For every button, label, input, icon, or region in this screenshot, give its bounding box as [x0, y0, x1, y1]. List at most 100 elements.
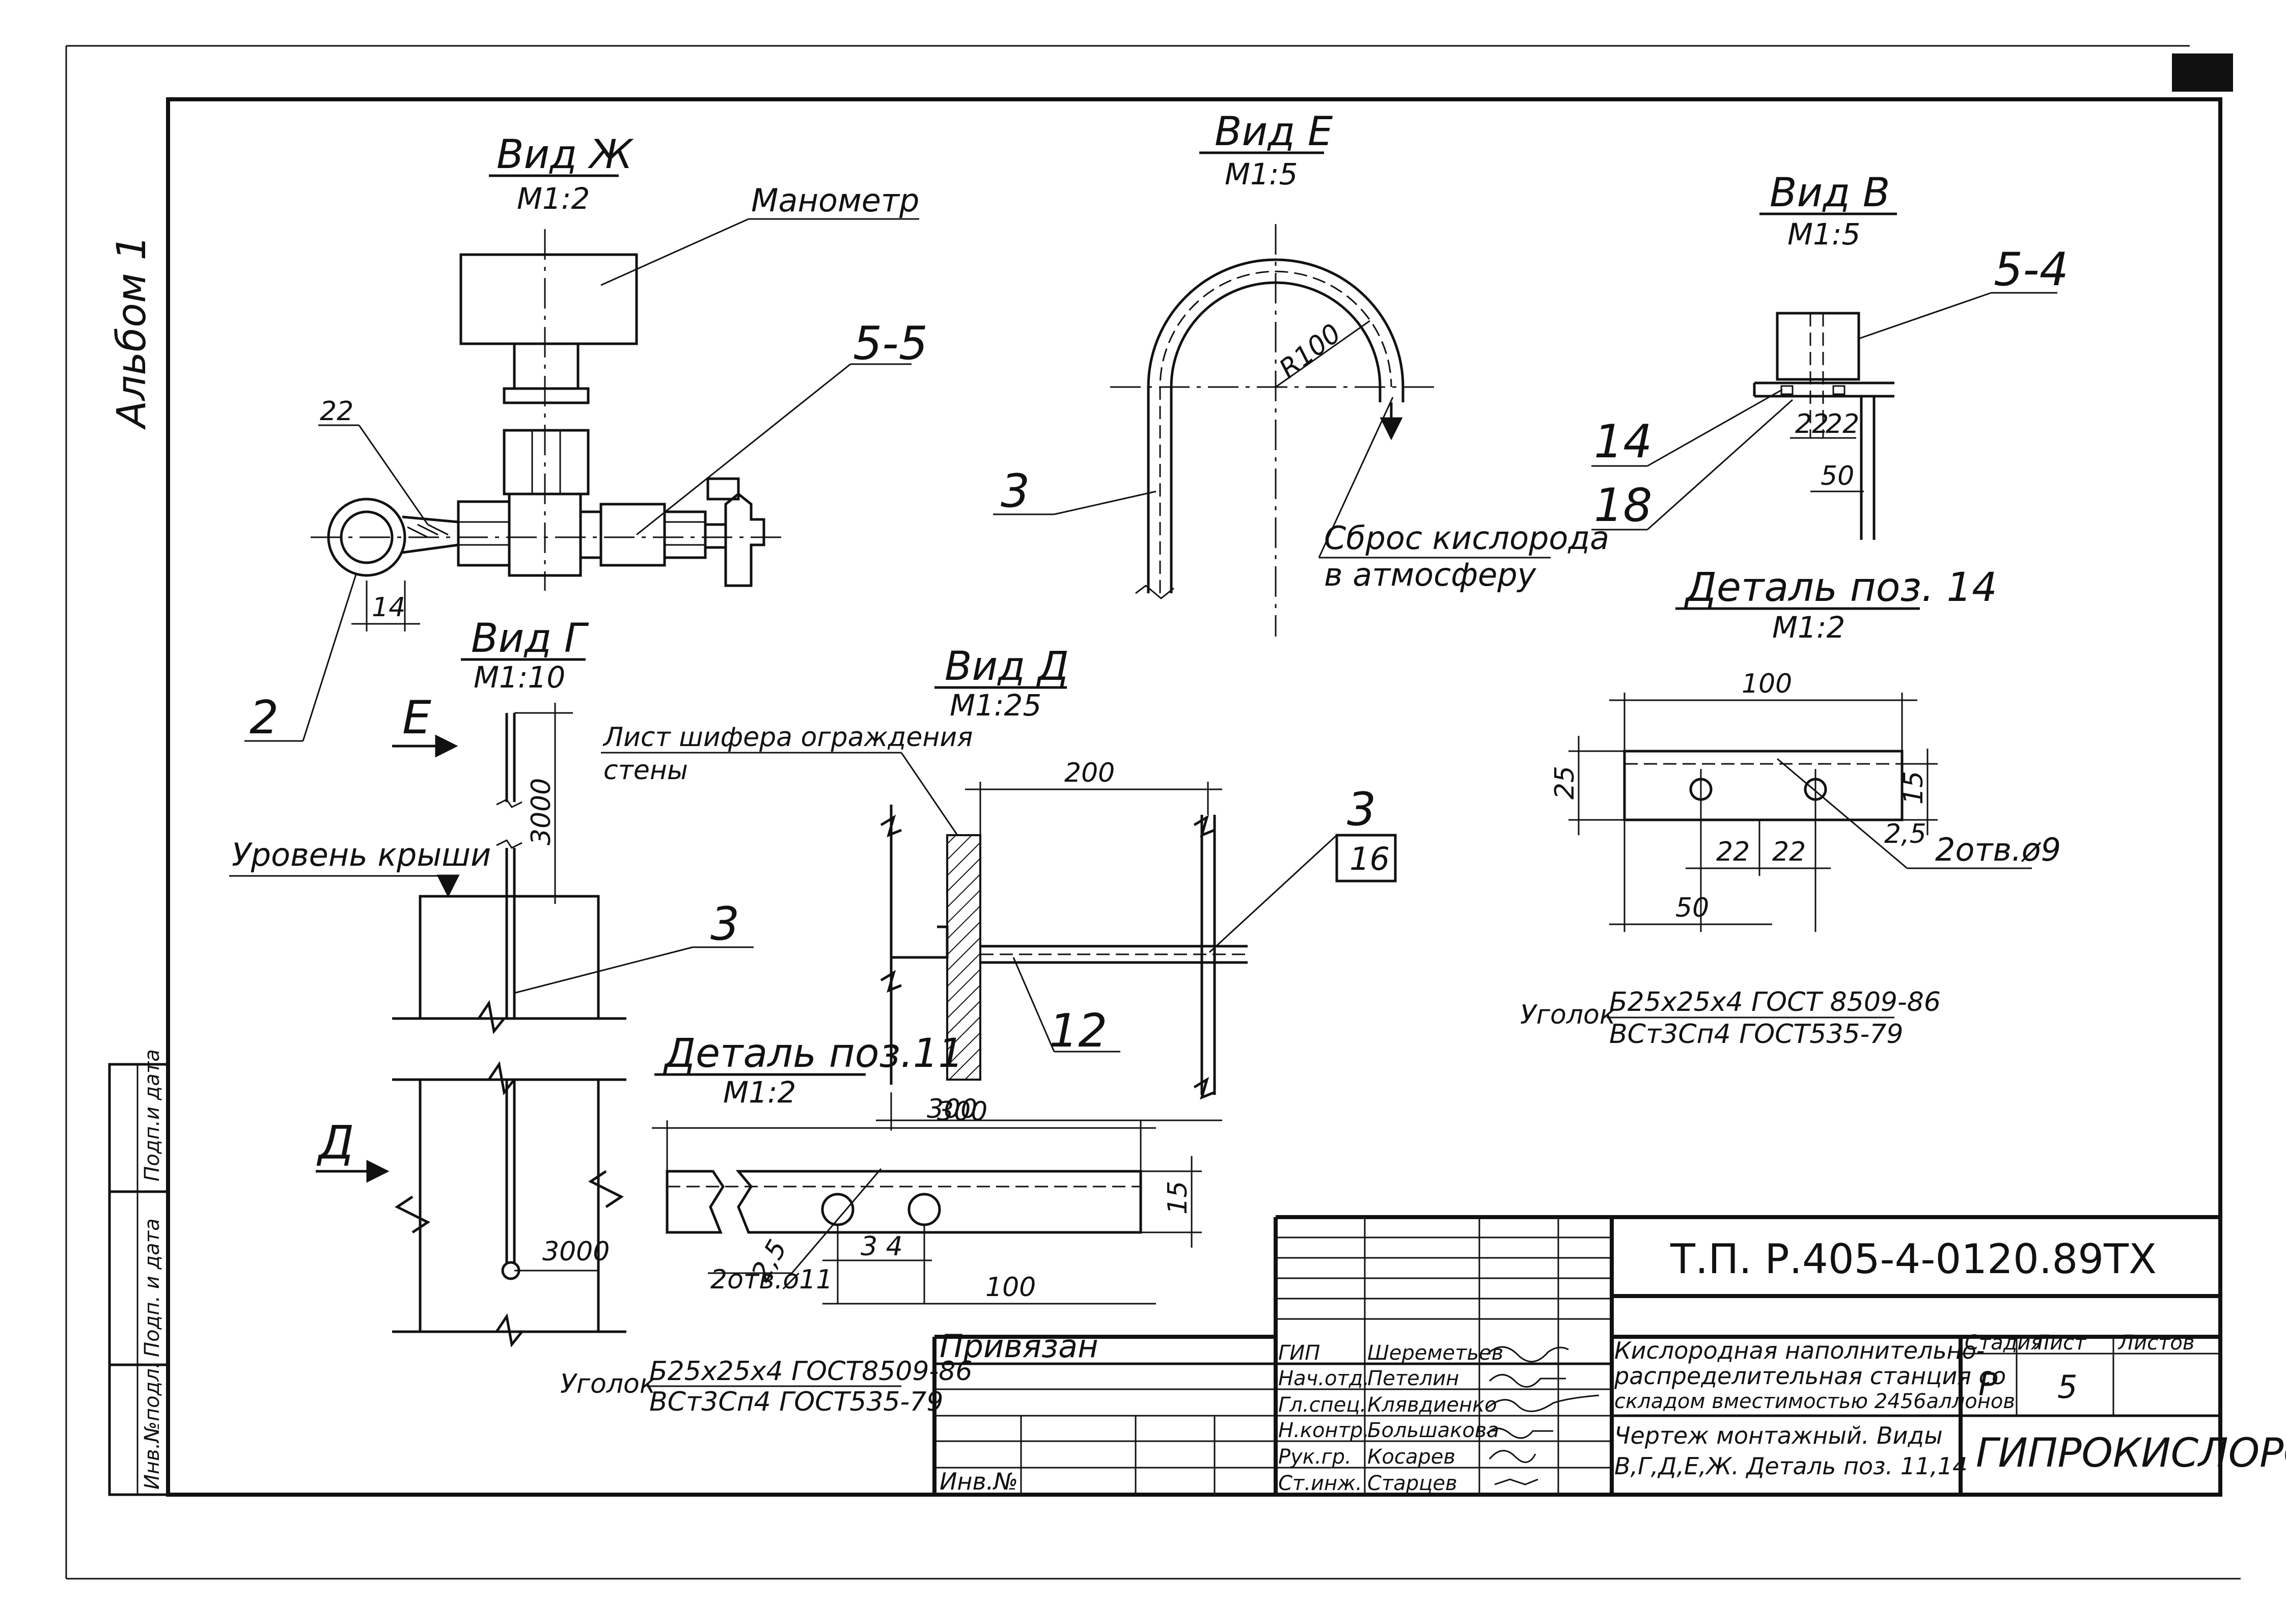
view-e-scale: М1:5 — [1225, 157, 1298, 191]
detail-11-dim-15: 15 — [1163, 1181, 1193, 1215]
view-zh-manometer: Манометр — [751, 182, 919, 219]
stage-header: Стадия — [1965, 1331, 2043, 1355]
detail-11-title: Деталь поз.11 — [663, 1031, 963, 1077]
view-d-sheet-1: Лист шифера ограждения — [602, 722, 973, 753]
project-line-3: складом вместимостью 2456аллонов — [1614, 1390, 2015, 1413]
view-v-title: Вид В — [1770, 170, 1890, 216]
view-g-pos-3: 3 — [710, 897, 739, 951]
project-line-2: распределительная станция со — [1614, 1362, 2006, 1390]
detail-14-dim-25: 25 — [1550, 766, 1580, 800]
view-d-pos-16: 16 — [1349, 840, 1390, 877]
view-zh-pos-5-5: 5-5 — [853, 317, 928, 370]
view-g: Вид Г М1:10 Е Д Уровень крыши — [229, 616, 754, 1347]
sheets-header: Листов — [2117, 1331, 2194, 1355]
detail-14: Деталь поз. 14 М1:2 100 25 15 22 22 50 — [1520, 565, 2061, 1050]
view-v-pos-18: 18 — [1594, 479, 1652, 532]
name-3: Большакова — [1367, 1419, 1499, 1442]
view-d-scale: М1:25 — [950, 688, 1041, 723]
view-g-arrow-d: Д — [316, 1116, 354, 1170]
name-2: Клявдиенко — [1367, 1393, 1497, 1417]
view-v: Вид В М1:5 5-4 14 18 22 22 50 — [1591, 170, 2069, 540]
view-e-release-2: в атмосферу — [1324, 556, 1537, 593]
view-zh-scale: М1:2 — [517, 181, 590, 216]
stamp-sign-date-2: Подп. и дата — [141, 1219, 164, 1357]
sheet-value: 5 — [2057, 1368, 2077, 1406]
detail-14-title: Деталь поз. 14 — [1684, 565, 1997, 611]
detail-11-angle-material: ВСт3Сп4 ГОСТ535-79 — [649, 1387, 943, 1417]
sheet-frame — [65, 45, 2241, 1580]
view-v-scale: М1:5 — [1787, 217, 1860, 252]
view-d: Вид Д М1:25 Лист шифера ограждения стены… — [601, 644, 1397, 1131]
view-e-radius: R100 — [1274, 318, 1347, 385]
detail-11-dim-300: 300 — [937, 1096, 987, 1127]
view-e: Вид Е М1:5 R100 3 Сброс кислорода в атмо… — [993, 109, 1609, 637]
view-v-dim-50: 50 — [1821, 461, 1854, 491]
detail-14-dim-22b: 22 — [1772, 837, 1806, 867]
detail-14-dim-100: 100 — [1742, 669, 1792, 699]
detail-11: Деталь поз.11 М1:2 300 15 2,5 2отв.ø11 3… — [560, 1031, 1202, 1417]
view-d-dim-200: 200 — [1064, 758, 1115, 788]
name-4: Косарев — [1367, 1445, 1455, 1469]
doc-code: Т.П. Р.405-4-0120.89ТХ — [1670, 1235, 2157, 1283]
view-e-pos-3: 3 — [1001, 464, 1030, 518]
corner-mark — [2172, 53, 2233, 92]
inv-label: Инв.№ — [940, 1468, 1018, 1495]
detail-11-holes: 2отв.ø11 — [710, 1264, 833, 1295]
stamp-inv-number: Инв.№подл. — [141, 1362, 164, 1490]
album-label: Альбом 1 — [109, 235, 155, 430]
view-g-dim-3000-bottom: 3000 — [542, 1236, 610, 1267]
detail-14-angle-label: Уголок — [1520, 1000, 1616, 1030]
sheet-header: Лист — [2033, 1331, 2087, 1355]
view-v-pos-5-4: 5-4 — [1994, 243, 2069, 296]
view-v-dim-22a: 22 — [1795, 409, 1829, 439]
role-5: Ст.инж. — [1278, 1472, 1362, 1495]
view-g-title: Вид Г — [471, 616, 589, 662]
detail-11-scale: М1:2 — [723, 1075, 796, 1110]
role-2: Гл.спец. — [1278, 1393, 1366, 1417]
stage-value: Р — [1978, 1366, 1998, 1403]
view-zh: Вид Ж М1:2 — [244, 132, 928, 745]
view-g-dim-3000-top: 3000 — [526, 778, 557, 845]
view-g-scale: М1:10 — [474, 660, 565, 695]
stamp-sign-date-1: Подп.и дата — [141, 1049, 164, 1181]
detail-14-scale: М1:2 — [1772, 610, 1845, 645]
title-block: Т.П. Р.405-4-0120.89ТХ Привязан Инв.№ ГИ… — [932, 1215, 2286, 1495]
view-e-title: Вид Е — [1215, 109, 1333, 155]
role-4: Рук.гр. — [1278, 1445, 1352, 1469]
org-name: ГИПРОКИСЛОРОД — [1976, 1430, 2286, 1476]
signatures — [1486, 1346, 1600, 1485]
view-e-release-1: Сброс кислорода — [1324, 519, 1609, 557]
detail-11-angle-spec: Б25х25х4 ГОСТ8509-86 — [649, 1356, 972, 1387]
view-d-sheet-2: стены — [603, 755, 688, 786]
detail-14-angle-spec: Б25х25х4 ГОСТ 8509-86 — [1609, 987, 1941, 1017]
view-d-dim-300: 300 — [927, 1094, 977, 1124]
bound-label: Привязан — [940, 1328, 1098, 1365]
detail-11-dim-100: 100 — [985, 1272, 1036, 1303]
view-g-roof-level: Уровень крыши — [232, 836, 491, 873]
view-zh-title: Вид Ж — [497, 132, 634, 178]
sheet-line-2: В,Г,Д,Е,Ж. Деталь поз. 11,14 — [1614, 1452, 1967, 1480]
view-d-pos-3: 3 — [1347, 783, 1376, 836]
detail-14-dim-22a: 22 — [1716, 837, 1750, 867]
view-zh-pos-2: 2 — [250, 691, 279, 745]
detail-14-dim-15: 15 — [1898, 771, 1929, 805]
view-v-dim-22b: 22 — [1826, 409, 1859, 439]
detail-14-dim-50: 50 — [1675, 893, 1709, 923]
name-5: Старцев — [1367, 1472, 1457, 1495]
role-3: Н.контр. — [1278, 1419, 1369, 1442]
name-1: Петелин — [1367, 1367, 1459, 1390]
view-v-pos-14: 14 — [1594, 415, 1652, 469]
detail-14-angle-material: ВСт3Сп4 ГОСТ535-79 — [1609, 1019, 1903, 1050]
view-zh-pos-22: 22 — [320, 396, 353, 427]
view-g-arrow-e: Е — [402, 691, 431, 745]
role-1: Нач.отд. — [1278, 1367, 1369, 1390]
detail-11-angle-label: Уголок — [560, 1369, 656, 1399]
detail-11-dim-3-4: 3 4 — [861, 1231, 903, 1262]
view-d-title: Вид Д — [945, 644, 1069, 690]
detail-14-holes: 2отв.ø9 — [1935, 831, 2061, 868]
project-line-1: Кислородная наполнительно- — [1614, 1337, 1985, 1364]
view-d-pos-12: 12 — [1049, 1004, 1108, 1058]
view-zh-dim-14: 14 — [372, 592, 405, 623]
side-stamps: Подп.и дата Подп. и дата Инв.№подл. — [108, 1049, 170, 1496]
